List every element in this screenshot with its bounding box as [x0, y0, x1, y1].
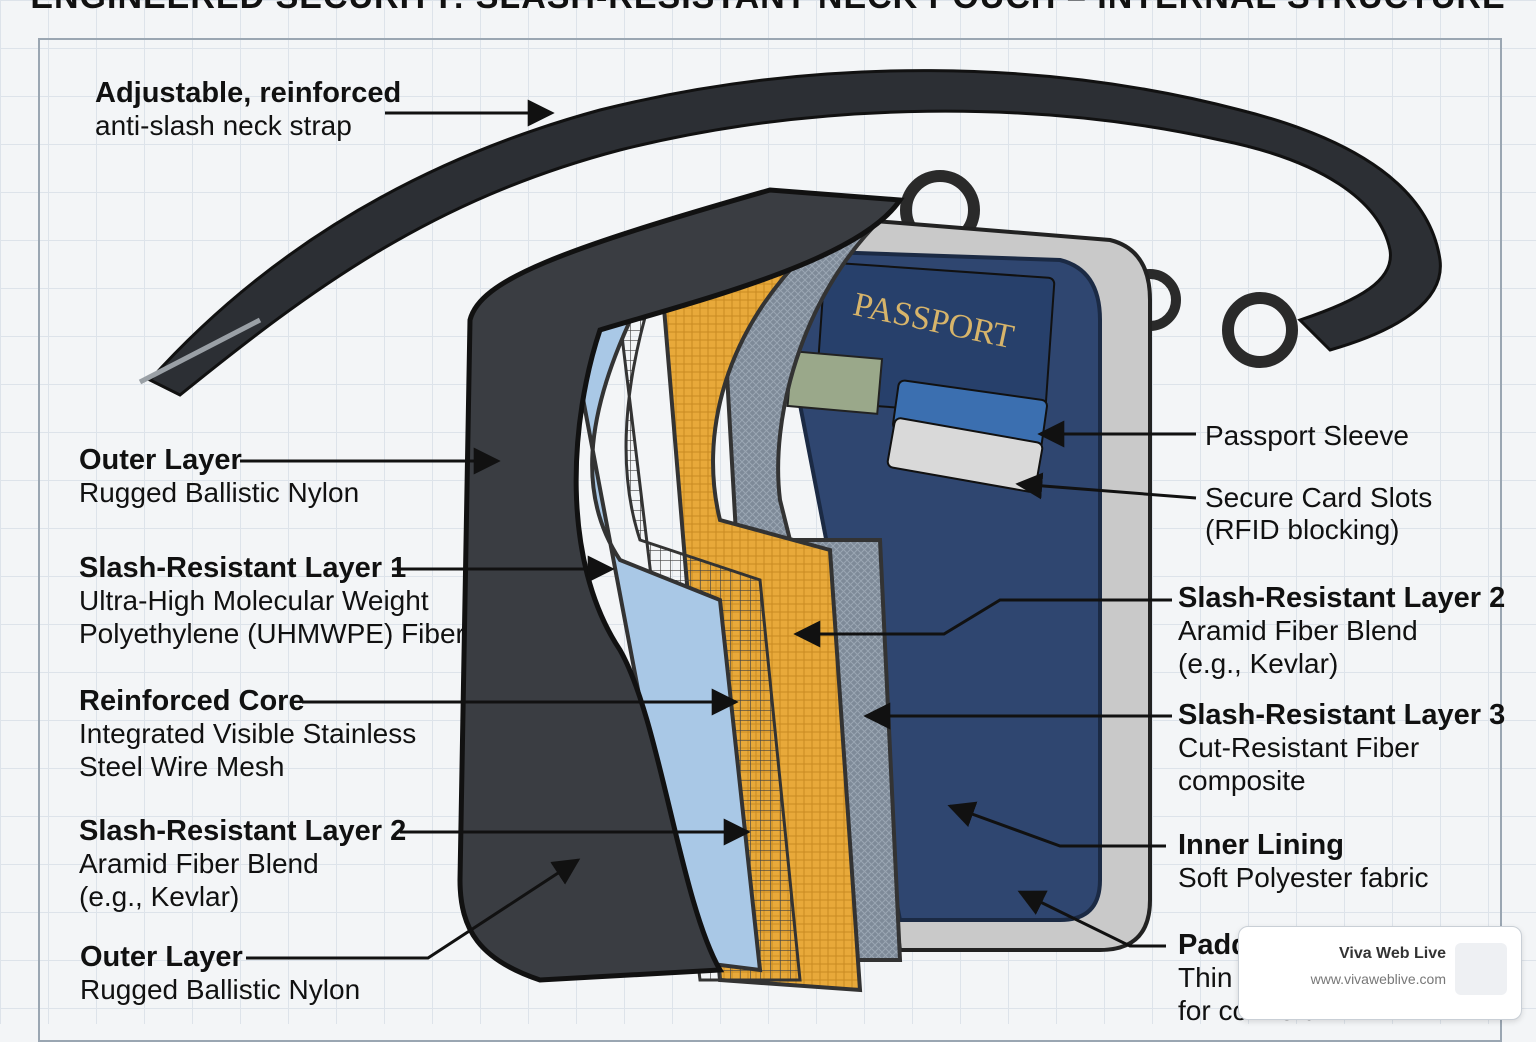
arrow-inner-lining	[947, 801, 1166, 848]
arrow-padding	[1017, 890, 1166, 948]
slash-layer-1-uhmwpe	[567, 296, 763, 973]
badge-logo-icon	[1455, 943, 1507, 995]
label-slash-layer-2-left: Slash-Resistant Layer 2 Aramid Fiber Ble…	[79, 815, 407, 912]
strap-ring-right	[1222, 292, 1298, 368]
label-padding-heading: Padd	[1178, 929, 1249, 961]
label-core-line2: Steel Wire Mesh	[79, 750, 285, 782]
label-outer-top-line: Rugged Ballistic Nylon	[79, 477, 360, 509]
arrow-slash2-right	[793, 598, 1172, 648]
label-slash-layer-1: Slash-Resistant Layer 1 Ultra-High Molec…	[79, 552, 465, 649]
watermark-badge[interactable]: Viva Web Live www.vivaweblive.com	[1238, 926, 1522, 1020]
label-inner-lining-line: Soft Polyester fabric	[1178, 862, 1429, 894]
strap-cable	[138, 317, 262, 385]
label-outer-bottom-line: Rugged Ballistic Nylon	[80, 974, 361, 1006]
label-inner-lining: Inner Lining Soft Polyester fabric	[1178, 830, 1429, 893]
outer-layer-nylon	[457, 187, 905, 983]
arrow-card-slots	[1015, 472, 1197, 500]
label-passport-sleeve-line: Passport Sleeve	[1205, 420, 1409, 451]
label-card-slots-line1: Secure Card Slots	[1205, 482, 1433, 513]
label-slash2-left-line2: (e.g., Kevlar)	[79, 880, 240, 912]
label-outer-top-heading: Outer Layer	[79, 444, 242, 476]
neck-strap	[147, 69, 1442, 397]
label-slash1-heading: Slash-Resistant Layer 1	[79, 552, 407, 584]
page-title: ENGINEERED SECURITY: SLASH-RESISTANT NEC…	[0, 0, 1536, 17]
badge-title: Viva Web Live	[1338, 945, 1446, 962]
arrow-outer-bottom	[246, 858, 581, 960]
label-strap-heading: Adjustable, reinforced	[95, 77, 402, 109]
label-slash1-line2: Polyethylene (UHMWPE) Fiber	[79, 617, 465, 649]
label-padding-line1: Thin	[1178, 962, 1233, 994]
label-outer-layer-bottom: Outer Layer Rugged Ballistic Nylon	[80, 942, 360, 1005]
label-core-heading: Reinforced Core	[79, 685, 305, 717]
badge-url: www.vivaweblive.com	[1310, 971, 1446, 987]
label-slash-layer-3: Slash-Resistant Layer 3 Cut-Resistant Fi…	[1178, 699, 1506, 796]
label-slash2-right-heading: Slash-Resistant Layer 2	[1178, 582, 1506, 614]
label-strap-line: anti-slash neck strap	[95, 110, 352, 142]
label-slash3-line2: composite	[1178, 764, 1306, 796]
label-core-line1: Integrated Visible Stainless	[79, 718, 417, 750]
label-reinforced-core: Reinforced Core Integrated Visible Stain…	[79, 685, 417, 782]
label-strap: Adjustable, reinforced anti-slash neck s…	[95, 78, 401, 141]
label-slash3-heading: Slash-Resistant Layer 3	[1178, 699, 1506, 731]
label-slash-layer-2-right: Slash-Resistant Layer 2 Aramid Fiber Ble…	[1178, 582, 1506, 679]
label-slash3-line1: Cut-Resistant Fiber	[1178, 732, 1420, 764]
label-slash2-left-line1: Aramid Fiber Blend	[79, 848, 319, 880]
cash	[786, 350, 884, 415]
label-card-slots-line2: (RFID blocking)	[1205, 514, 1400, 546]
label-slash2-left-heading: Slash-Resistant Layer 2	[79, 815, 407, 847]
label-slash1-line1: Ultra-High Molecular Weight	[79, 585, 429, 617]
label-slash2-right-line2: (e.g., Kevlar)	[1178, 647, 1339, 679]
label-card-slots: Secure Card Slots (RFID blocking)	[1205, 480, 1432, 545]
label-passport-sleeve: Passport Sleeve	[1205, 418, 1409, 451]
card-grey	[886, 417, 1044, 493]
label-outer-layer-top: Outer Layer Rugged Ballistic Nylon	[79, 445, 359, 508]
label-inner-lining-heading: Inner Lining	[1178, 829, 1344, 861]
label-outer-bottom-heading: Outer Layer	[80, 941, 243, 973]
label-slash2-right-line1: Aramid Fiber Blend	[1178, 615, 1418, 647]
